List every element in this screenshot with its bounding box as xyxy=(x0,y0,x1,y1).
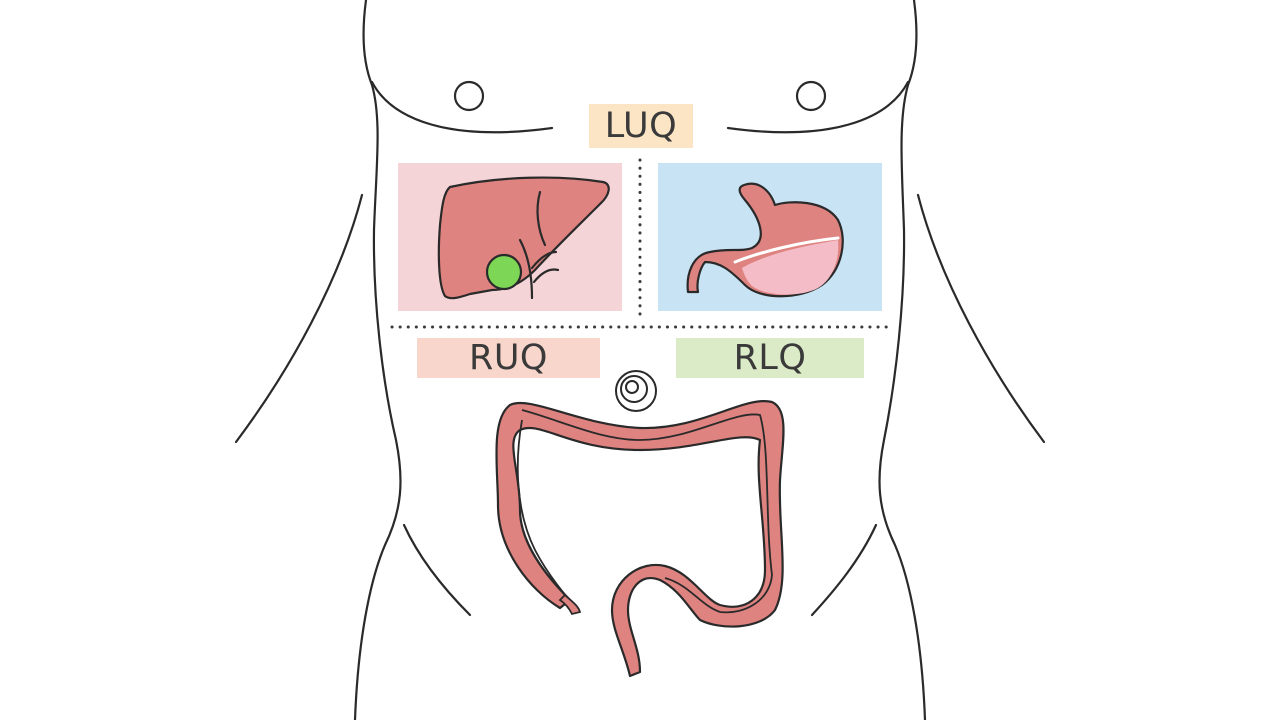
rlq-label-bg xyxy=(676,338,864,378)
liver-icon xyxy=(437,176,610,300)
luq-label-bg xyxy=(589,104,693,148)
right-nipple xyxy=(795,80,827,112)
torso-outline xyxy=(234,0,1046,720)
large-intestine-icon xyxy=(495,399,785,678)
left-nipple xyxy=(453,80,485,112)
gallbladder-icon xyxy=(485,253,523,291)
ruq-label-bg xyxy=(417,338,600,378)
rlq-label: RLQ xyxy=(733,338,807,378)
ruq-label: RUQ xyxy=(469,338,548,378)
stomach-icon xyxy=(686,182,844,298)
luq-label: LUQ xyxy=(604,106,678,146)
navel-icon xyxy=(615,370,657,412)
